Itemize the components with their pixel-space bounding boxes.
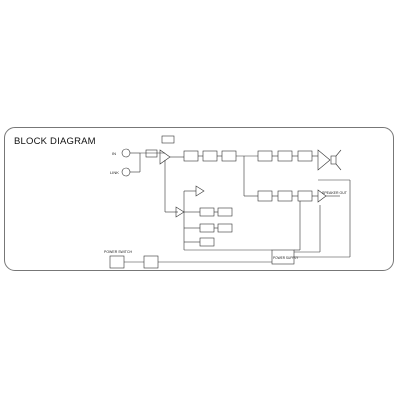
mid-block-1 (199, 207, 215, 217)
diagram-title: BLOCK DIAGRAM (14, 136, 96, 147)
row2-amplifier-symbol (317, 189, 327, 203)
speaker-output-symbol (330, 155, 337, 165)
diagram-frame (4, 127, 394, 271)
feedback-amplifier-symbol (175, 206, 185, 218)
chain-block-7 (257, 190, 273, 202)
power-supply-label: POWER SUPPLY (273, 256, 299, 260)
input-level-block (145, 149, 158, 158)
input-label-in: IN (112, 151, 116, 156)
chain-block-5 (277, 150, 293, 162)
chain-block-9 (297, 190, 313, 202)
input-connector-2 (121, 167, 131, 177)
mid-block-2 (217, 207, 233, 217)
mid-block-3 (199, 223, 215, 233)
top-switch-block (161, 135, 175, 144)
input-label-link: LINK (110, 170, 119, 175)
chain-block-2 (202, 150, 218, 162)
speaker-out-label: SPEAKER OUT (322, 191, 348, 195)
power-switch-block (109, 255, 125, 269)
chain-block-1 (183, 150, 199, 162)
chain-block-8 (277, 190, 293, 202)
chain-block-4 (257, 150, 273, 162)
power-inlet-block (143, 255, 159, 269)
power-switch-label: POWER SWITCH (104, 250, 132, 254)
mid-block-4 (217, 223, 233, 233)
mid-block-5 (199, 237, 215, 247)
chain-block-3 (221, 150, 237, 162)
aux-amplifier-symbol (195, 185, 205, 197)
output-amplifier-symbol (317, 149, 331, 171)
input-connector-1 (121, 148, 131, 158)
chain-block-6 (297, 150, 313, 162)
